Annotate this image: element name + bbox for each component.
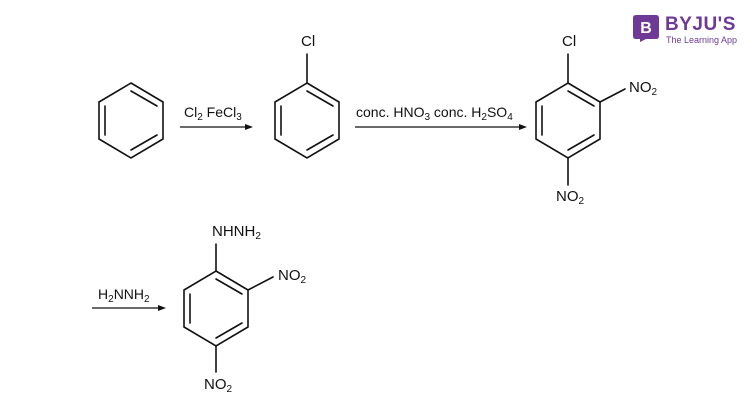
product-no2-para-label: NO2 (204, 376, 233, 395)
arrow-step3 (92, 305, 166, 311)
arrow-step2 (355, 124, 527, 130)
c-no2-bond (599, 88, 626, 103)
reagent-step1: Cl2 FeCl3 (184, 104, 242, 123)
dinitrochlorobenzene-ring (535, 53, 626, 186)
svg-text:B: B (640, 20, 652, 37)
chlorobenzene-cl-label: Cl (301, 33, 316, 50)
byjus-logo: B BYJU'S The Learning App (632, 13, 744, 47)
reagent-step3: H2NNH2 (98, 286, 150, 305)
c-no2-bond (247, 276, 274, 291)
logo-badge-icon: B (633, 15, 659, 42)
arrow-step1 (180, 124, 253, 130)
dinitro-cl-label: Cl (562, 33, 577, 50)
reagent-step2: conc. HNO3 conc. H2SO4 (356, 104, 513, 123)
product-no2-ortho-label: NO2 (278, 267, 307, 286)
product-nhnh2-label: NHNH2 (212, 223, 261, 242)
chlorobenzene-ring (274, 53, 340, 159)
dinitro-no2-ortho-label: NO2 (629, 79, 658, 98)
logo-brand: BYJU'S (665, 14, 736, 35)
logo-tagline: The Learning App (666, 35, 738, 45)
dinitro-no2-para-label: NO2 (556, 188, 585, 207)
benzene-ring (98, 82, 164, 159)
dnph-ring (183, 243, 274, 373)
